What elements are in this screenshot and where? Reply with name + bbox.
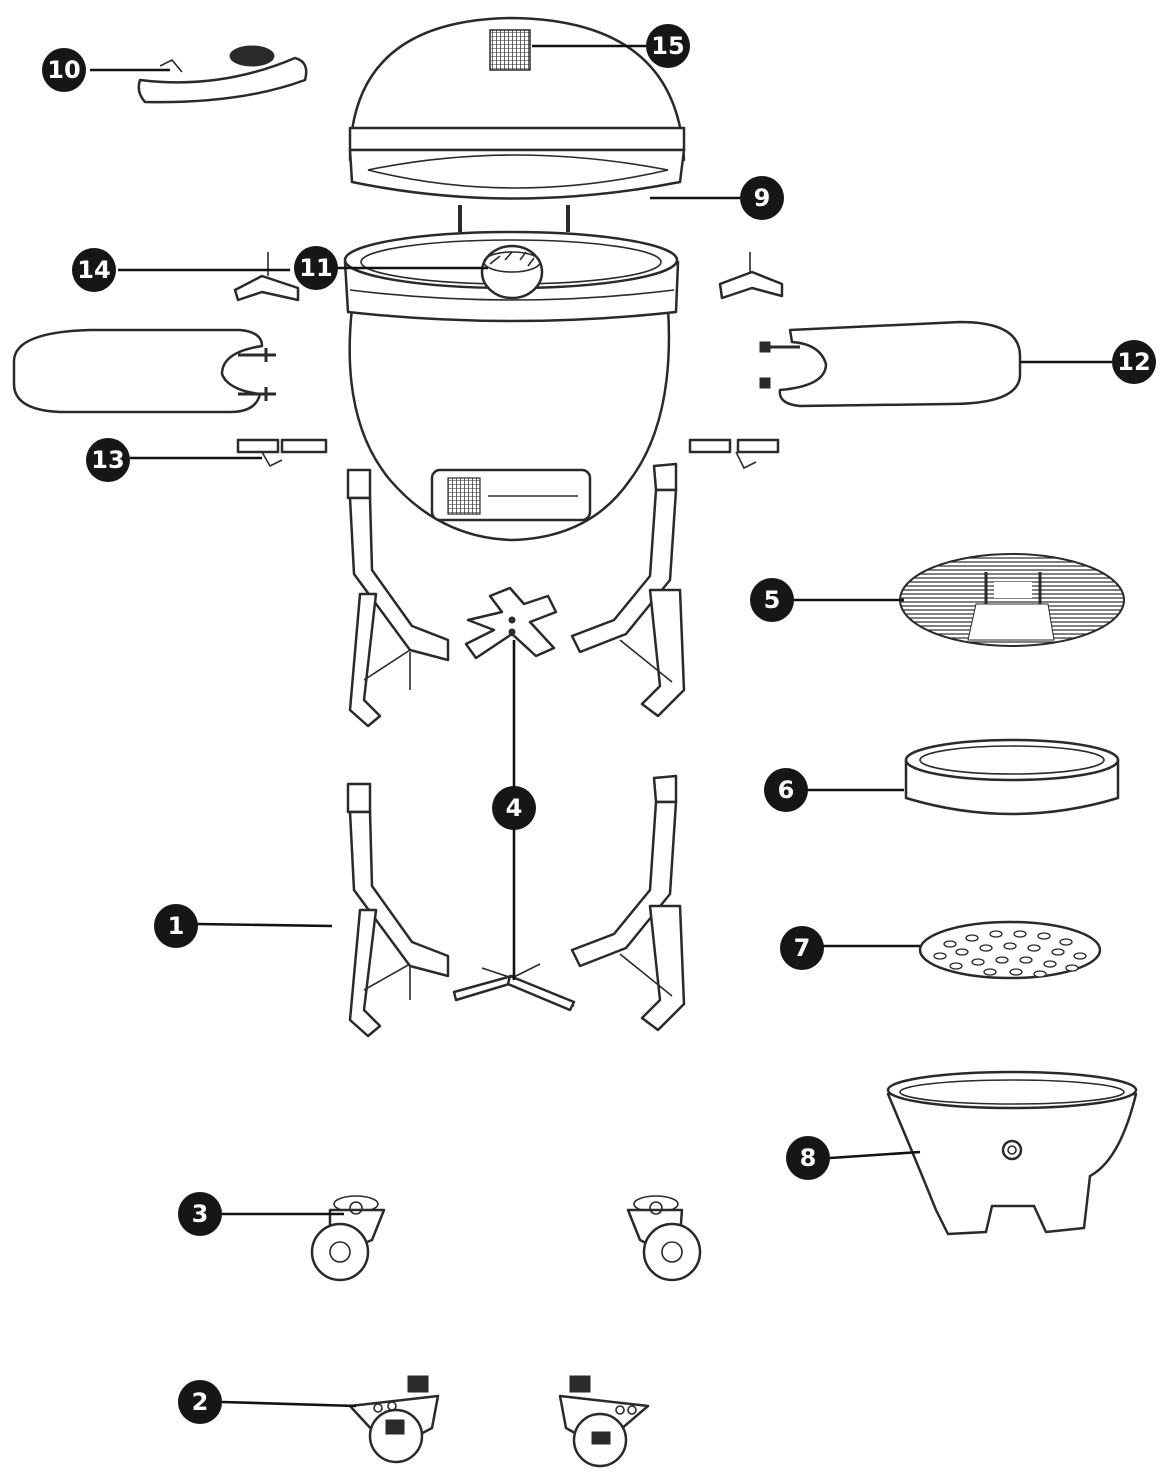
callout-1: 1 <box>154 904 198 948</box>
callout-4: 4 <box>492 786 536 830</box>
svg-text:9: 9 <box>754 184 771 212</box>
upper-cross-plate <box>464 586 558 660</box>
leader-lines <box>90 44 1112 1408</box>
upper-right-bracket <box>718 252 784 300</box>
svg-text:14: 14 <box>77 256 110 284</box>
callout-11: 11 <box>294 246 338 290</box>
callout-9: 9 <box>740 176 784 220</box>
callout-15: 15 <box>646 24 690 68</box>
leader-8 <box>829 1150 921 1160</box>
svg-text:13: 13 <box>91 446 124 474</box>
leader-2 <box>221 1400 357 1408</box>
lower-left-bracket <box>236 438 328 468</box>
charcoal-plate-holes <box>933 930 1087 978</box>
callout-6: 6 <box>764 768 808 812</box>
svg-text:3: 3 <box>192 1200 209 1228</box>
callout-8: 8 <box>786 1136 830 1180</box>
svg-text:8: 8 <box>800 1144 817 1172</box>
top-vent-grille <box>489 29 531 71</box>
callout-2: 2 <box>178 1380 222 1424</box>
upper-right-leg <box>570 462 686 718</box>
hinge-straps <box>458 205 570 232</box>
svg-text:4: 4 <box>506 794 523 822</box>
daisy-wheel-vent <box>480 244 544 300</box>
callout-5: 5 <box>750 578 794 622</box>
charcoal-plate <box>918 920 1102 980</box>
lower-left-leg <box>346 782 450 1038</box>
right-side-shelf <box>759 320 1022 408</box>
svg-text:2: 2 <box>192 1388 209 1416</box>
upper-left-leg <box>346 468 450 728</box>
callout-3: 3 <box>178 1192 222 1236</box>
callout-7: 7 <box>780 926 824 970</box>
upper-left-bracket <box>233 252 300 302</box>
svg-text:10: 10 <box>47 56 80 84</box>
caster-right-plain <box>626 1195 702 1282</box>
handle-cap <box>229 45 275 67</box>
cooking-grate <box>899 553 1125 647</box>
svg-text:7: 7 <box>794 934 811 962</box>
callout-14: 14 <box>72 248 116 292</box>
lower-right-bracket <box>688 438 780 470</box>
svg-text:15: 15 <box>651 32 684 60</box>
bottom-vent-grille <box>447 477 481 515</box>
svg-text:6: 6 <box>778 776 795 804</box>
lower-right-leg <box>570 774 686 1032</box>
caster-right-locking <box>558 1375 650 1468</box>
left-side-shelf <box>12 328 276 414</box>
leader-1 <box>195 922 333 928</box>
dome-lid <box>348 16 686 200</box>
callout-13: 13 <box>86 438 130 482</box>
front-handle <box>137 45 308 104</box>
callout-12: 12 <box>1112 340 1156 384</box>
caster-left-plain <box>310 1195 386 1282</box>
callout-10: 10 <box>42 48 86 92</box>
lower-cross-plate <box>452 963 576 1012</box>
svg-text:12: 12 <box>1117 348 1150 376</box>
svg-text:1: 1 <box>168 912 185 940</box>
svg-text:11: 11 <box>299 254 332 282</box>
svg-text:5: 5 <box>764 586 781 614</box>
fire-ring <box>904 738 1120 816</box>
fire-box <box>886 1070 1138 1236</box>
caster-left-locking <box>348 1375 440 1464</box>
